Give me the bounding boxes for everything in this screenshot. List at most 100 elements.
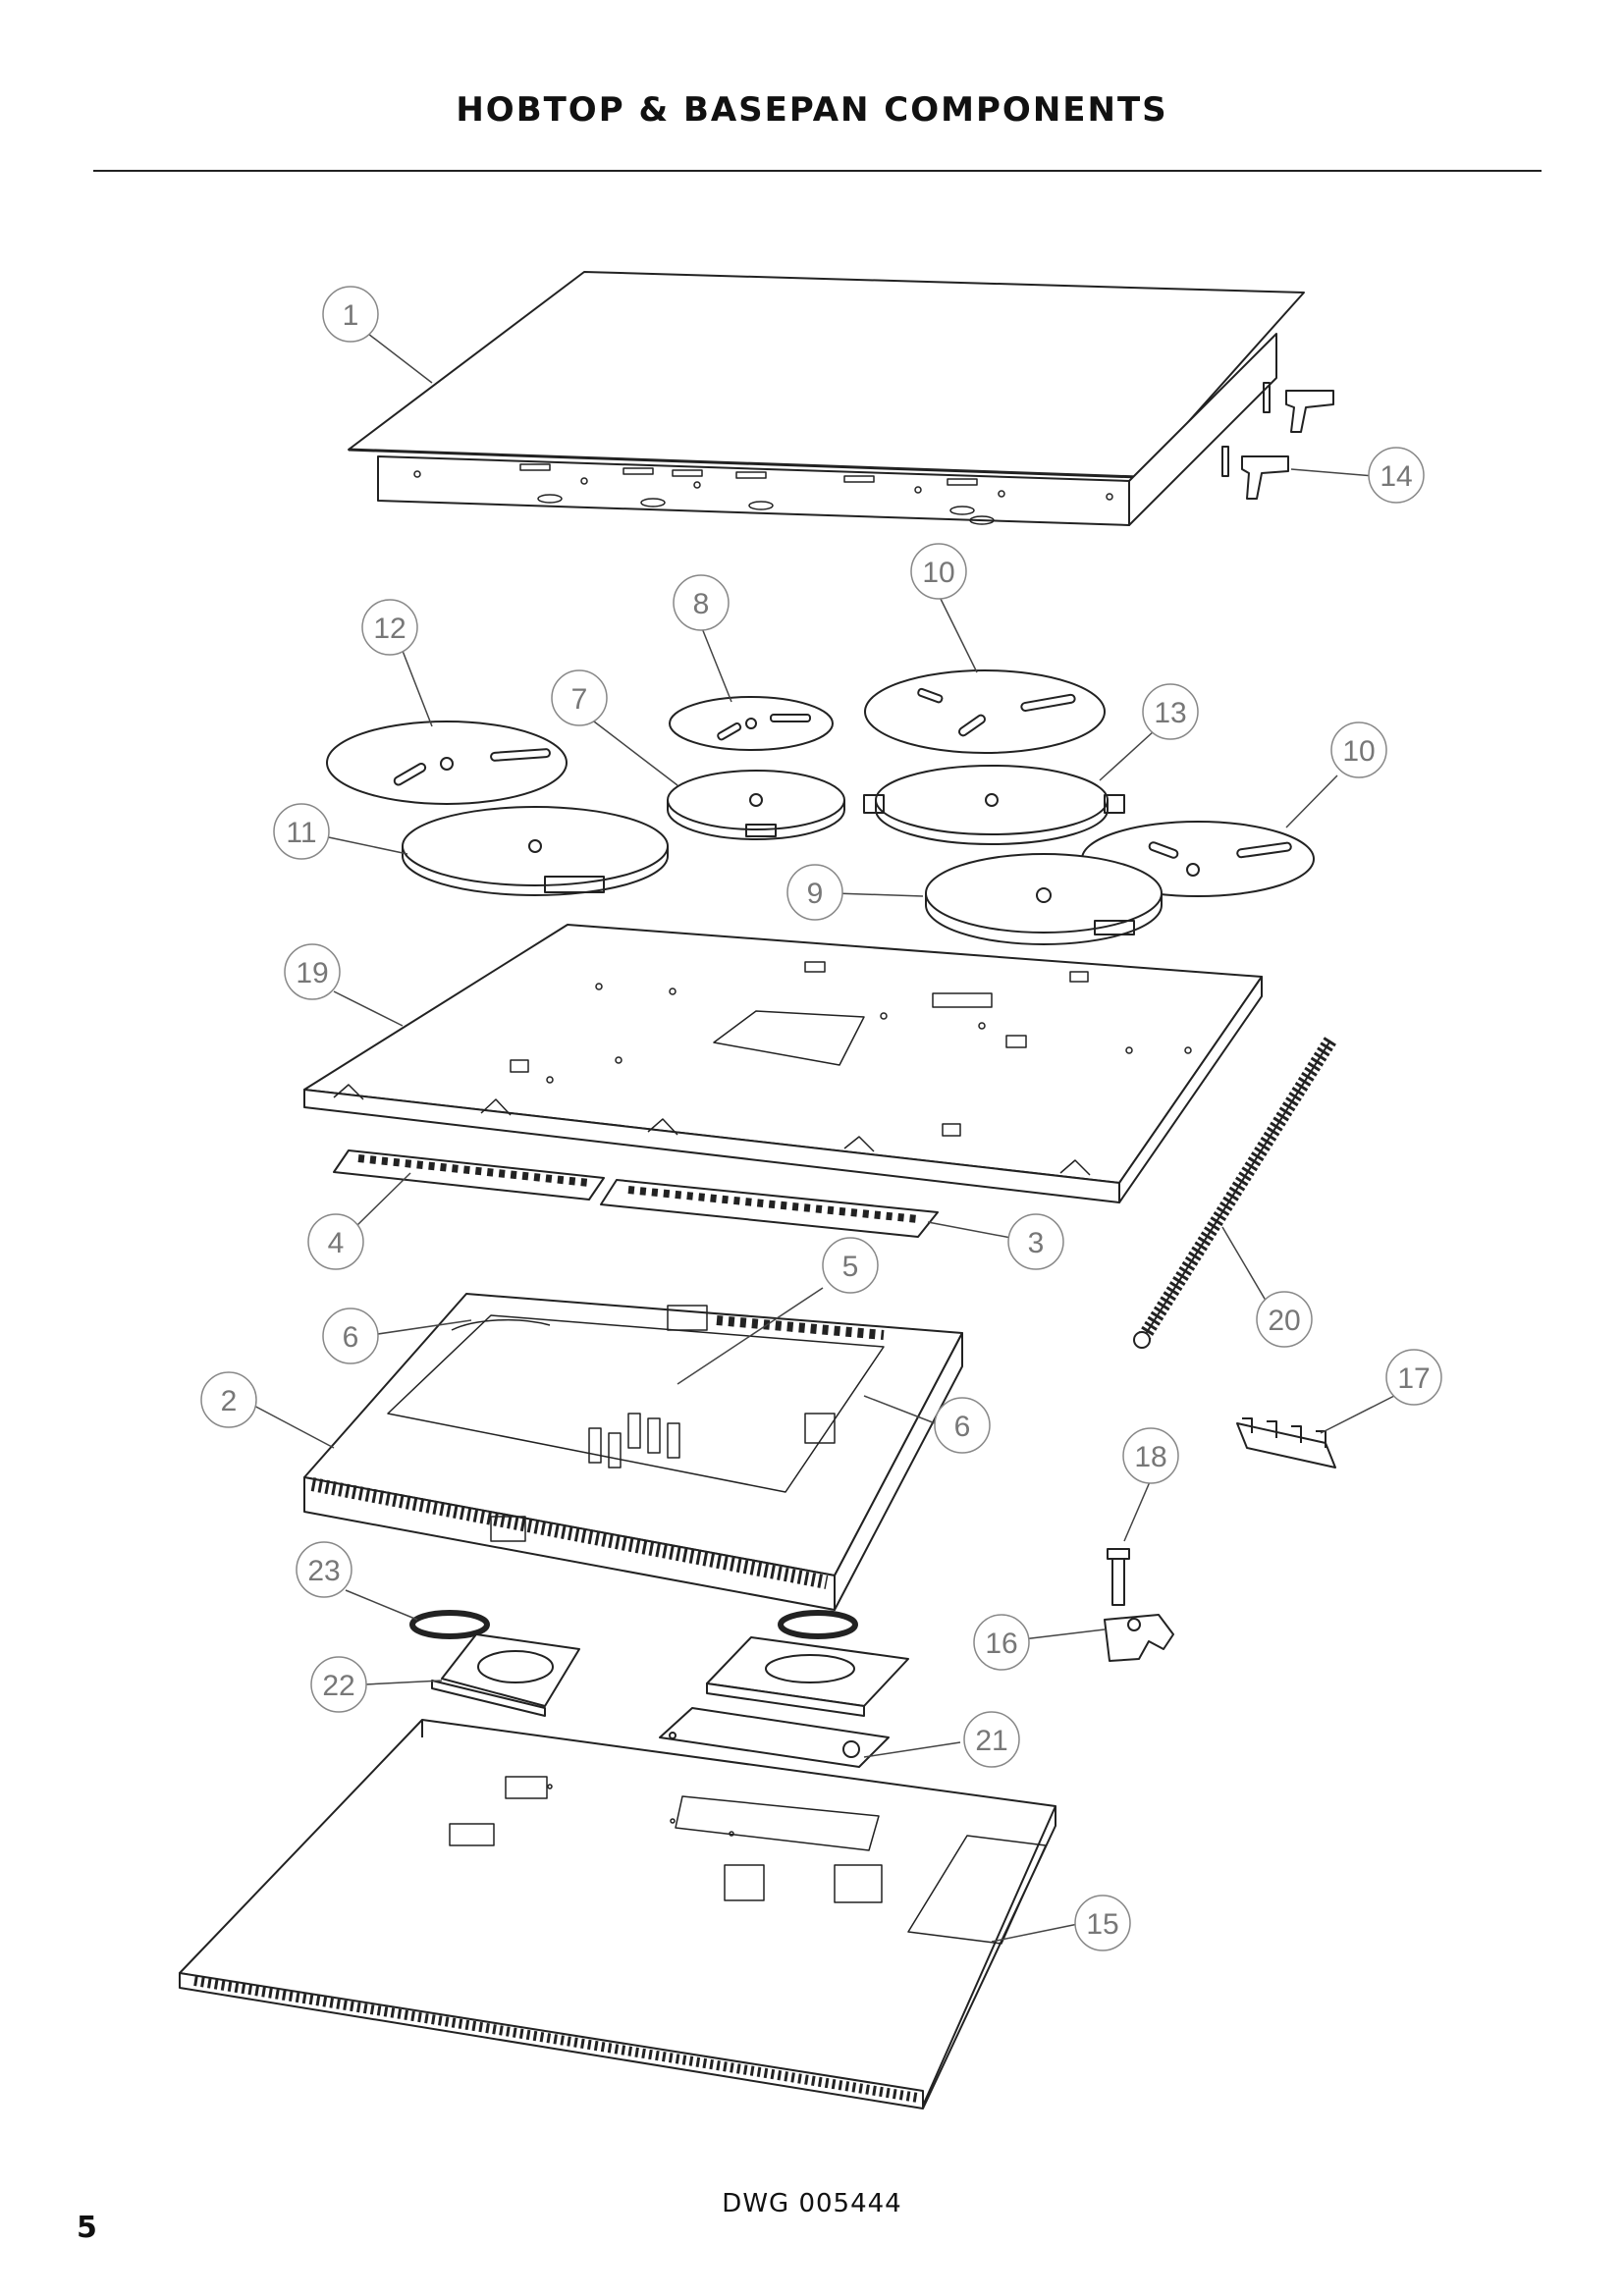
burner-plate-10-top-part: [864, 669, 1106, 754]
induction-coil-11-part: [402, 806, 669, 896]
callout-5: 5: [822, 1237, 879, 1294]
callout-circle: [973, 1614, 1030, 1671]
callout-label: 7: [571, 683, 588, 716]
drawing-number: DWG 005444: [722, 2189, 902, 2218]
callout-17: 17: [1385, 1349, 1442, 1406]
callout-circle: [310, 1656, 367, 1713]
callout-circle: [1385, 1349, 1442, 1406]
callout-label: 23: [307, 1555, 340, 1587]
callout-circle: [322, 286, 379, 343]
callout-circle: [910, 543, 967, 600]
page-number: 5: [77, 2211, 97, 2245]
callout-label: 4: [328, 1227, 345, 1259]
fan-plate-22-part: [431, 1633, 909, 1717]
pcb-3-part: [600, 1179, 939, 1238]
pcb-4-part: [333, 1149, 605, 1201]
burner-plate-12-part: [326, 721, 568, 805]
callout-circle: [273, 803, 330, 860]
callout-22: 22: [310, 1656, 367, 1713]
callout-circle: [963, 1711, 1020, 1768]
callout-label: 16: [985, 1628, 1017, 1660]
base-tray-part: [303, 1293, 963, 1611]
callout-label: 6: [954, 1411, 971, 1443]
callout-15: 15: [1074, 1895, 1131, 1951]
callout-label: 20: [1268, 1305, 1300, 1337]
callout-circle: [200, 1371, 257, 1428]
callout-16: 16: [973, 1614, 1030, 1671]
callout-label: 3: [1028, 1227, 1045, 1259]
callout-circle: [1256, 1291, 1313, 1348]
callout-20: 20: [1256, 1291, 1313, 1348]
callout-circle: [1007, 1213, 1064, 1270]
callout-circle: [673, 574, 730, 631]
callout-label: 17: [1397, 1362, 1430, 1395]
callout-circle: [307, 1213, 364, 1270]
mounting-bracket-part: [1221, 382, 1334, 500]
burner-plate-8-part: [669, 696, 834, 751]
callout-3: 3: [1007, 1213, 1064, 1270]
callout-label: 10: [1342, 735, 1375, 768]
induction-coil-7-part: [667, 770, 845, 840]
title-divider: [93, 170, 1542, 172]
callout-18: 18: [1122, 1427, 1179, 1484]
callout-circle: [322, 1308, 379, 1364]
cable-clamp-16-part: [1104, 1614, 1174, 1662]
callout-label: 22: [322, 1670, 354, 1702]
callout-circle: [1330, 721, 1387, 778]
callout-label: 8: [693, 588, 710, 620]
callout-circle: [361, 599, 418, 656]
callout-label: 2: [221, 1385, 238, 1417]
callout-label: 12: [373, 613, 406, 645]
callout-19: 19: [284, 943, 341, 1000]
support-frame-part: [303, 924, 1263, 1203]
sealing-ring-part: [409, 1610, 858, 1639]
callout-circle: [934, 1397, 991, 1454]
callout-circle: [1122, 1427, 1179, 1484]
callout-9: 9: [786, 864, 843, 921]
callout-circle: [296, 1541, 352, 1598]
callout-circle: [1142, 683, 1199, 740]
callout-label: 10: [922, 557, 954, 589]
callout-label: 15: [1086, 1908, 1118, 1941]
callout-label: 21: [975, 1725, 1007, 1757]
spring-cable-part: [1133, 1037, 1336, 1349]
callout-1: 1: [322, 286, 379, 343]
callout-21: 21: [963, 1711, 1020, 1768]
callout-4: 4: [307, 1213, 364, 1270]
callout-11: 11: [273, 803, 330, 860]
callout-label: 6: [343, 1321, 359, 1354]
induction-coil-13-part: [863, 765, 1125, 845]
callout-23: 23: [296, 1541, 352, 1598]
callout-6: 6: [322, 1308, 379, 1364]
callout-circle: [284, 943, 341, 1000]
callout-circle: [551, 669, 608, 726]
callout-label: 14: [1380, 460, 1412, 493]
callout-circle: [1368, 447, 1425, 504]
callout-12: 12: [361, 599, 418, 656]
callout-label: 18: [1134, 1441, 1166, 1473]
base-pan-part: [179, 1719, 1056, 2109]
callout-label: 19: [296, 957, 328, 989]
leader-lines: [249, 333, 1395, 1943]
callout-label: 9: [807, 878, 824, 910]
page-title: HOBTOP & BASEPAN COMPONENTS: [456, 90, 1168, 130]
callout-10: 10: [1330, 721, 1387, 778]
callout-label: 13: [1154, 697, 1186, 729]
callout-circle: [1074, 1895, 1131, 1951]
callout-circle: [786, 864, 843, 921]
induction-coil-9-part: [925, 853, 1163, 945]
cover-plate-21-part: [659, 1707, 890, 1768]
callout-14: 14: [1368, 447, 1425, 504]
hobtop-glass-part: [348, 271, 1305, 526]
callout-label: 1: [343, 299, 359, 332]
callout-2: 2: [200, 1371, 257, 1428]
terminal-block-part: [1236, 1417, 1336, 1468]
callout-label: 11: [286, 817, 316, 849]
callout-8: 8: [673, 574, 730, 631]
callout-circle: [822, 1237, 879, 1294]
callout-6: 6: [934, 1397, 991, 1454]
callout-10: 10: [910, 543, 967, 600]
screw-18-part: [1107, 1548, 1130, 1606]
callout-7: 7: [551, 669, 608, 726]
